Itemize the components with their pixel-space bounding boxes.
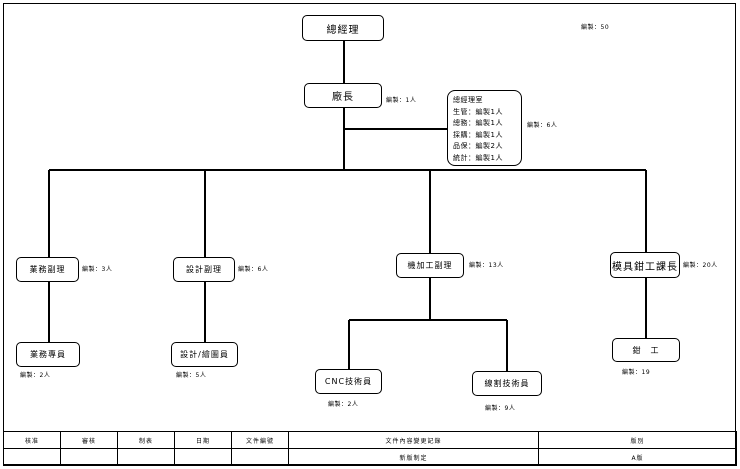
cell-version: A版 — [538, 448, 737, 466]
header-doc-number: 文件編號 — [231, 431, 289, 449]
design-manager-headcount: 編製：6人 — [238, 266, 269, 273]
gm-office-line: 統計：編製1人 — [453, 153, 503, 162]
sales-manager-headcount: 編製：3人 — [82, 266, 113, 273]
fitter-headcount: 編製：19 — [622, 369, 651, 376]
header-version: 版別 — [538, 431, 737, 449]
machining-manager-headcount: 編製：13人 — [469, 262, 504, 269]
cell-approve — [3, 448, 61, 466]
plant-manager-box: 廠長 — [304, 83, 382, 108]
design-manager-box: 設計副理 — [173, 257, 235, 282]
cell-date — [174, 448, 232, 466]
document-control-table: 核准 審核 制表 日期 文件編號 文件內容變更記錄 版別 新版制定 A版 — [3, 431, 737, 466]
mold-fitter-chief-box: 模具鉗工課長 — [610, 252, 680, 278]
sales-specialist-box: 業務專員 — [16, 342, 80, 367]
header-approve: 核准 — [3, 431, 61, 449]
cnc-tech-headcount: 編製：2人 — [328, 401, 359, 408]
wire-cut-tech-headcount: 編製：9人 — [485, 405, 516, 412]
gm-office-headcount: 編製：6人 — [527, 122, 558, 129]
header-date: 日期 — [174, 431, 232, 449]
cell-change-record: 新版制定 — [288, 448, 539, 466]
gm-office-title: 總經理室 — [453, 96, 483, 104]
header-prepared: 制表 — [117, 431, 175, 449]
gm-office-line: 總務：編製1人 — [453, 119, 503, 128]
table-row: 核准 審核 制表 日期 文件編號 文件內容變更記錄 版別 — [3, 431, 737, 449]
header-review: 審核 — [60, 431, 118, 449]
gm-office-line: 品保：編製2人 — [453, 142, 503, 151]
gm-office-line: 生管：編製1人 — [453, 107, 503, 116]
gm-office-line: 採購：編製1人 — [453, 130, 503, 139]
cell-review — [60, 448, 118, 466]
header-change-record: 文件內容變更記錄 — [288, 431, 539, 449]
sales-specialist-headcount: 編製：2人 — [20, 372, 51, 379]
design-drafter-headcount: 編製：5人 — [176, 372, 207, 379]
cell-doc-number — [231, 448, 289, 466]
gm-box: 總經理 — [302, 15, 384, 41]
cnc-tech-box: CNC技術員 — [315, 369, 382, 394]
gm-office-box: 總經理室 生管：編製1人 總務：編製1人 採購：編製1人 品保：編製2人 統計：… — [447, 90, 522, 166]
cell-prepared — [117, 448, 175, 466]
sales-manager-box: 業務副理 — [16, 257, 79, 282]
design-drafter-box: 設計/繪圖員 — [171, 342, 238, 367]
mold-fitter-chief-headcount: 編製：20人 — [683, 262, 718, 269]
table-row: 新版制定 A版 — [3, 448, 737, 466]
fitter-box: 鉗 工 — [612, 338, 680, 362]
total-headcount: 編製：50 — [581, 24, 610, 31]
machining-manager-box: 機加工副理 — [396, 253, 464, 278]
plant-manager-headcount: 編製：1人 — [386, 97, 417, 104]
wire-cut-tech-box: 線割技術員 — [472, 371, 542, 396]
